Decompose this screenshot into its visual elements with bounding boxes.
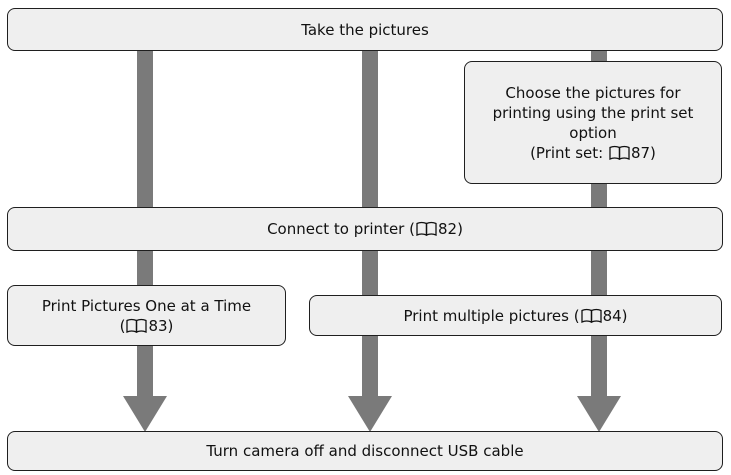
connector-left-top [137, 50, 153, 208]
connect-printer-label: Connect to printer ( 82) [267, 219, 463, 239]
connect-printer-ref-page: 82 [437, 220, 458, 238]
arrow-head-right [577, 396, 621, 432]
choose-pictures-ref-suffix: ) [650, 143, 656, 162]
print-one-ref-suffix: ) [167, 316, 174, 335]
choose-pictures-line2: printing using the print set [492, 103, 694, 122]
arrow-head-left [123, 396, 167, 432]
connect-printer-suffix: ) [457, 220, 463, 238]
connector-right-upper [591, 183, 607, 208]
choose-pictures-ref-prefix: (Print set: [530, 143, 608, 162]
print-multiple-ref-page: 84 [602, 306, 622, 325]
book-icon [416, 221, 437, 236]
connector-right-bottom [591, 335, 607, 397]
print-multiple-suffix: ) [621, 306, 628, 325]
choose-pictures-box: Choose the pictures for printing using t… [464, 61, 722, 184]
book-icon [126, 318, 148, 333]
turn-off-label: Turn camera off and disconnect USB cable [206, 442, 524, 460]
print-one-ref-page: 83 [148, 316, 168, 335]
print-multiple-label: Print multiple pictures ( 84) [403, 306, 627, 326]
book-icon [609, 145, 630, 160]
connector-left-middle [137, 250, 153, 286]
connect-printer-prefix: Connect to printer ( [267, 220, 415, 238]
print-multiple-prefix: Print multiple pictures ( [403, 306, 580, 325]
arrow-head-middle [348, 396, 392, 432]
choose-pictures-ref-page: 87 [630, 143, 651, 162]
print-one-line1: Print Pictures One at a Time [41, 296, 252, 315]
print-multiple-box: Print multiple pictures ( 84) [309, 295, 722, 336]
print-one-reference: (83) [120, 316, 174, 336]
print-one-ref-prefix: ( [119, 316, 126, 335]
take-pictures-box: Take the pictures [7, 8, 723, 51]
connector-right-middle [591, 250, 607, 296]
connect-printer-box: Connect to printer ( 82) [7, 207, 723, 251]
choose-pictures-reference: (Print set: 87) [530, 143, 656, 163]
connector-right-top [591, 50, 607, 62]
connector-middle-middle [362, 250, 378, 296]
choose-pictures-line3: option [569, 123, 617, 142]
connector-middle-top [362, 50, 378, 208]
book-icon [580, 308, 602, 323]
connector-left-bottom [137, 345, 153, 397]
connector-middle-bottom [362, 335, 378, 397]
turn-off-box: Turn camera off and disconnect USB cable [7, 431, 723, 471]
take-pictures-label: Take the pictures [301, 20, 429, 39]
print-one-box: Print Pictures One at a Time (83) [7, 285, 286, 346]
choose-pictures-line1: Choose the pictures for [505, 83, 681, 102]
